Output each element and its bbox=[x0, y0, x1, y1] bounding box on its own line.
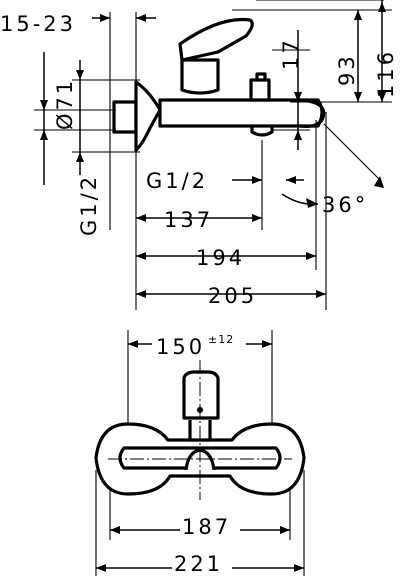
arrowhead bbox=[374, 176, 384, 188]
arrowhead bbox=[262, 340, 272, 348]
dim-width-221: 221 bbox=[174, 552, 223, 576]
dim-angle: 36° bbox=[322, 193, 368, 217]
arrowhead bbox=[136, 214, 146, 222]
angle-line bbox=[323, 123, 381, 181]
arrowhead bbox=[76, 70, 84, 80]
label-mask bbox=[172, 552, 232, 576]
escutcheon bbox=[134, 80, 162, 152]
dim-depth-137: 137 bbox=[164, 208, 213, 232]
arrowhead bbox=[316, 290, 326, 298]
arrowhead bbox=[136, 252, 146, 260]
front-inner-bar bbox=[118, 446, 282, 470]
label-mask bbox=[180, 515, 240, 539]
arrowhead bbox=[96, 564, 106, 572]
arrowhead bbox=[136, 290, 146, 298]
arrowhead bbox=[100, 14, 110, 22]
front-lever bbox=[182, 370, 220, 420]
side-view: 15-23 Ø71 G1/2 17 93 116 G1/2 137 194 20… bbox=[0, 0, 398, 310]
diverter-cap bbox=[255, 72, 267, 82]
dim-depth-205: 205 bbox=[208, 284, 257, 308]
arrowhead bbox=[306, 252, 316, 260]
arrowhead bbox=[128, 340, 138, 348]
arrowhead bbox=[286, 176, 296, 184]
dim-centers-tolerance: ±12 bbox=[208, 333, 234, 346]
lever-handle bbox=[178, 17, 254, 62]
spout-tip bbox=[298, 98, 326, 128]
front-view: 150 ±12 187 221 bbox=[94, 330, 306, 576]
wall-connector bbox=[112, 100, 138, 134]
arrowhead bbox=[378, 2, 386, 12]
arrowhead bbox=[354, 10, 362, 20]
outlet-nozzle bbox=[250, 124, 274, 137]
arrowhead bbox=[252, 176, 262, 184]
dim-inlet-thread-right: G1/2 bbox=[146, 169, 208, 193]
diverter-knob bbox=[249, 78, 271, 102]
arrowhead bbox=[40, 100, 48, 110]
dim-wall-distance: 15-23 bbox=[0, 12, 76, 36]
arrowhead bbox=[110, 526, 120, 534]
dim-outlet-diameter: Ø71 bbox=[53, 78, 77, 130]
dim-height-total: 116 bbox=[374, 49, 398, 98]
arrowhead bbox=[76, 152, 84, 162]
cartridge-housing bbox=[180, 58, 220, 95]
dim-height-outlet: 93 bbox=[335, 53, 359, 86]
arrowhead bbox=[306, 198, 318, 208]
arrowhead bbox=[294, 130, 302, 140]
arrowhead bbox=[136, 14, 146, 22]
dim-lever-height: 17 bbox=[279, 37, 303, 70]
arrowhead bbox=[354, 92, 362, 102]
dim-depth-194: 194 bbox=[196, 246, 245, 270]
arrowhead bbox=[294, 92, 302, 102]
dim-width-187: 187 bbox=[182, 515, 231, 539]
arrowhead bbox=[280, 526, 290, 534]
dim-inlet-thread-left: G1/2 bbox=[77, 174, 101, 236]
dim-centers: 150 bbox=[156, 335, 205, 359]
arrowhead bbox=[252, 214, 262, 222]
label-mask bbox=[152, 332, 246, 356]
mixer-body bbox=[158, 98, 324, 128]
arrowhead bbox=[294, 564, 304, 572]
arrowhead bbox=[40, 130, 48, 140]
arrowhead bbox=[378, 92, 386, 102]
